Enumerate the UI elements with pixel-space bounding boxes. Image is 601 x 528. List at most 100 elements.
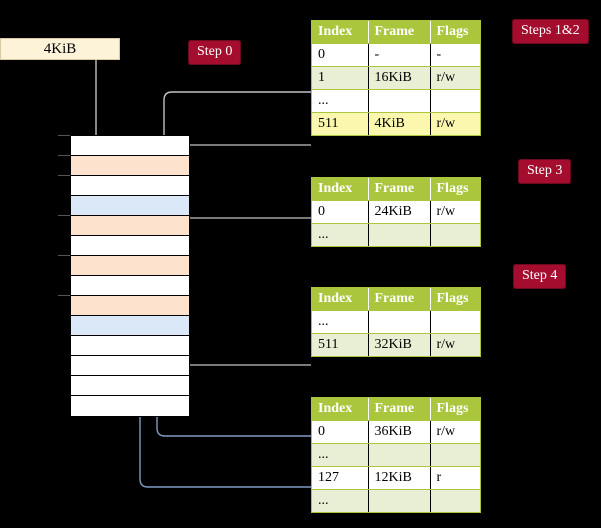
table-cell: - — [430, 43, 480, 67]
table-cell — [368, 489, 431, 512]
table-cell: 32KiB — [368, 333, 431, 356]
table-row: ... — [312, 310, 480, 334]
memory-tick — [58, 135, 70, 136]
wire-table1-to-frame — [163, 91, 311, 152]
column-header: Index — [312, 178, 369, 201]
table-cell: - — [368, 43, 431, 67]
table-cell — [430, 489, 480, 512]
memory-frame-cell — [71, 296, 189, 316]
table-cell: r/w — [430, 420, 480, 444]
size-label-box: 4KiB — [0, 38, 120, 60]
wire-frame-to-table2 — [171, 217, 311, 254]
memory-frame-cell — [71, 136, 189, 156]
column-header: Index — [312, 21, 369, 44]
wire-frame-to-table3 — [173, 314, 311, 366]
table-cell: r — [430, 466, 480, 490]
memory-frame-cell — [71, 156, 189, 176]
table-cell — [368, 310, 431, 334]
table-cell — [368, 89, 431, 113]
wire-table4-row127-to-frame — [139, 210, 311, 488]
memory-frame-cell — [71, 176, 189, 196]
table-cell: 0 — [312, 43, 369, 67]
memory-tick — [58, 295, 70, 296]
table-cell: 24KiB — [368, 200, 431, 224]
physical-memory-column — [70, 135, 190, 417]
table-cell — [430, 223, 480, 246]
column-header: Frame — [368, 398, 431, 421]
column-header: Flags — [430, 21, 480, 44]
memory-frame-cell — [71, 336, 189, 356]
memory-tick — [58, 255, 70, 256]
badge-step-0: Step 0 — [188, 40, 242, 65]
table-cell: 12KiB — [368, 466, 431, 490]
memory-frame-cell — [71, 376, 189, 396]
column-header: Frame — [368, 21, 431, 44]
table-cell — [430, 89, 480, 113]
badge-step-3: Step 3 — [518, 159, 572, 184]
table-row: ... — [312, 89, 480, 113]
column-header: Index — [312, 288, 369, 311]
table-row: ... — [312, 489, 480, 512]
badge-steps-1-2: Steps 1&2 — [512, 19, 589, 44]
table-cell: 511 — [312, 333, 369, 356]
column-header: Frame — [368, 178, 431, 201]
column-header: Flags — [430, 178, 480, 201]
memory-frame-cell — [71, 216, 189, 236]
table-row: ... — [312, 223, 480, 246]
table-cell: r/w — [430, 200, 480, 224]
column-header: Flags — [430, 398, 480, 421]
table-cell — [430, 310, 480, 334]
table-cell: 127 — [312, 466, 369, 490]
column-header: Frame — [368, 288, 431, 311]
table-cell: r/w — [430, 112, 480, 135]
table-cell: ... — [312, 89, 369, 113]
badge-step-4: Step 4 — [513, 264, 567, 289]
table-cell: 0 — [312, 200, 369, 224]
table-row: ... — [312, 443, 480, 467]
memory-frame-cell — [71, 396, 189, 416]
table-cell: 1 — [312, 66, 369, 90]
table-cell: r/w — [430, 66, 480, 90]
table-cell: 36KiB — [368, 420, 431, 444]
memory-frame-cell — [71, 316, 189, 336]
memory-frame-cell — [71, 356, 189, 376]
table-cell: ... — [312, 223, 369, 246]
column-header: Flags — [430, 288, 480, 311]
table-cell — [368, 223, 431, 246]
table-cell — [368, 443, 431, 467]
table-cell: 4KiB — [368, 112, 431, 135]
column-header: Index — [312, 398, 369, 421]
memory-frame-cell — [71, 256, 189, 276]
memory-frame-cell — [71, 276, 189, 296]
table-cell — [430, 443, 480, 467]
table-cell: 16KiB — [368, 66, 431, 90]
table-cell: r/w — [430, 333, 480, 356]
memory-tick — [58, 155, 70, 156]
memory-frame-cell — [71, 236, 189, 256]
table-cell: ... — [312, 443, 369, 467]
table-row: 0-- — [312, 43, 480, 67]
memory-tick — [58, 175, 70, 176]
table-cell: ... — [312, 310, 369, 334]
table-cell: ... — [312, 489, 369, 512]
memory-tick — [58, 215, 70, 216]
table-cell: 511 — [312, 112, 369, 135]
memory-frame-cell — [71, 196, 189, 216]
size-label-text: 4KiB — [43, 40, 77, 57]
table-cell: 0 — [312, 420, 369, 444]
